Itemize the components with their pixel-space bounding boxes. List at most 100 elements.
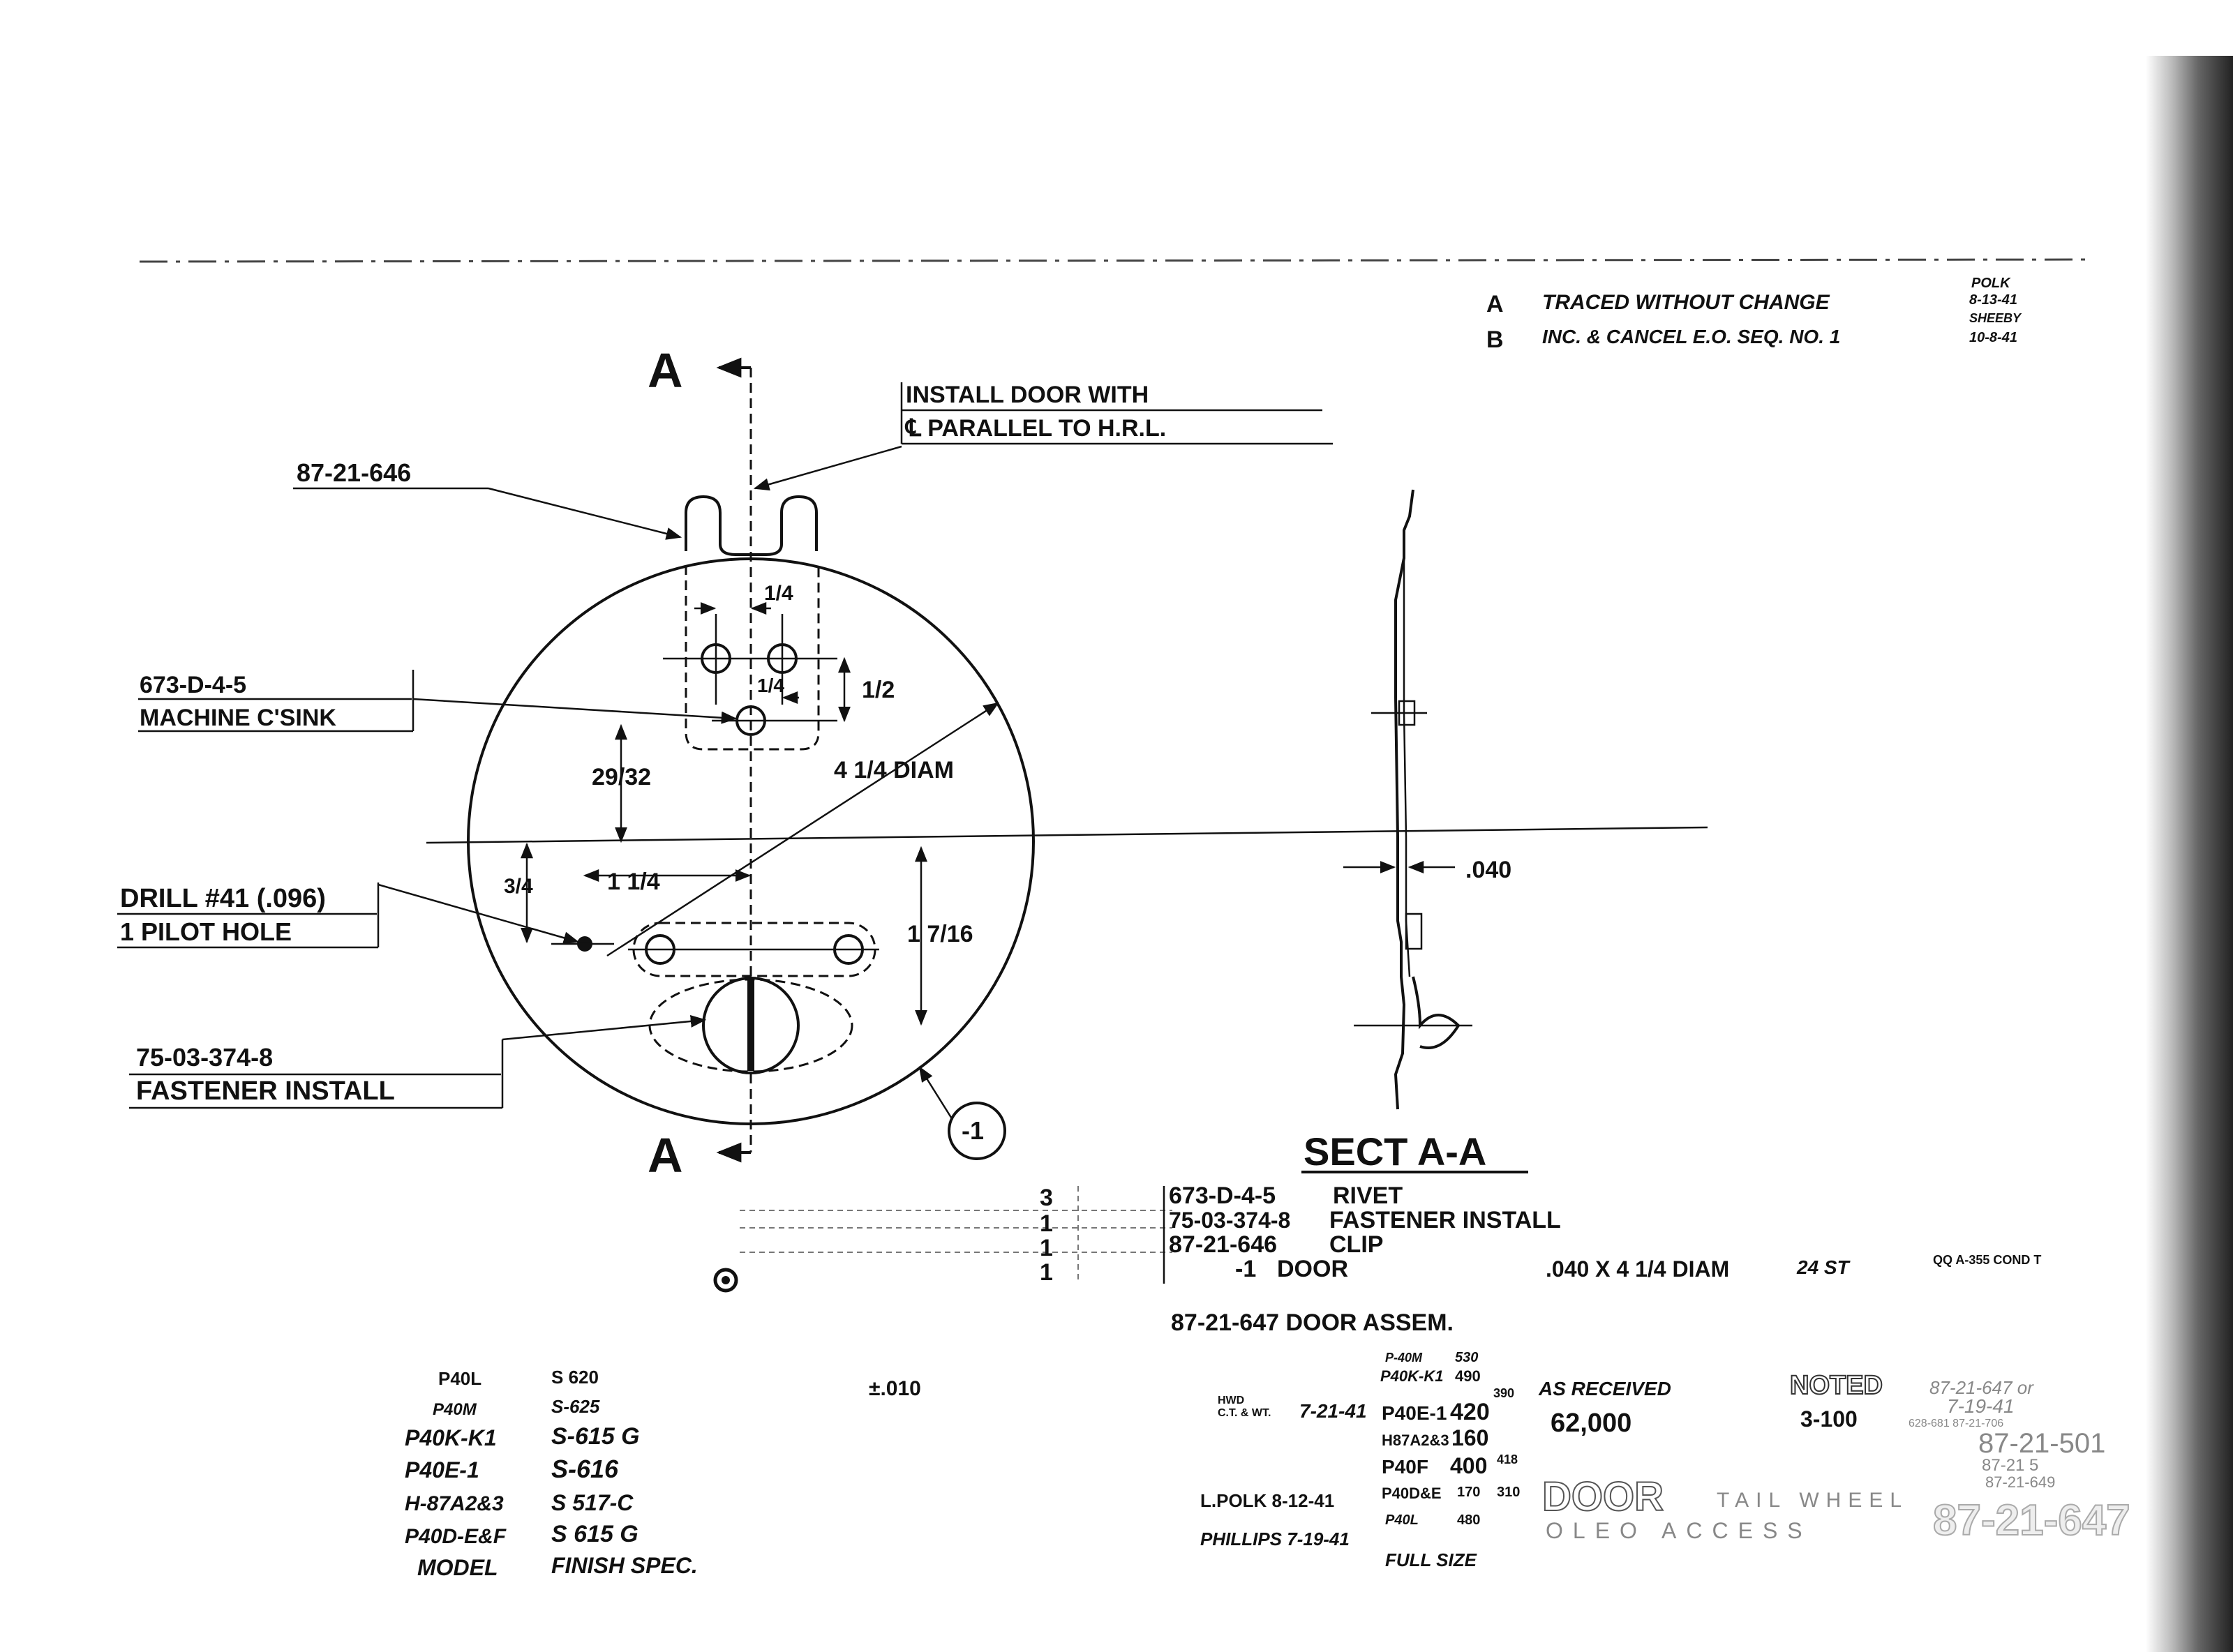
hwd-label: HWD xyxy=(1218,1395,1244,1406)
parts-row: 1 87-21-646 CLIP xyxy=(1040,1231,1383,1261)
dim-clip-hole-spacing: 1/4 xyxy=(764,582,793,605)
rivet-section xyxy=(1405,913,1423,950)
weight-model: H87A2&3 xyxy=(1382,1432,1449,1449)
finish-spec: S 620 xyxy=(551,1367,599,1388)
install-note: ℄ PARALLEL TO H.R.L. xyxy=(904,415,1166,442)
weight-model: P40D&E xyxy=(1382,1485,1442,1502)
parts-row: 1 -1 DOOR .040 X 4 1/4 DIAM 24 ST QQ A-3… xyxy=(1040,1253,2041,1286)
quantity: 62,000 xyxy=(1551,1409,1631,1438)
section-marker-bottom: A xyxy=(648,1128,683,1182)
scan-edge xyxy=(2146,56,2233,1652)
part-desc: DOOR xyxy=(1277,1256,1348,1282)
finish-model: P40E-1 xyxy=(405,1457,479,1482)
horizontal-centerline xyxy=(426,826,1708,844)
section-title: SECT A-A xyxy=(1304,1129,1486,1173)
part-qty: 1 xyxy=(1040,1259,1053,1286)
leader xyxy=(502,1014,707,1041)
assembly-title: 87-21-647 DOOR ASSEM. xyxy=(1171,1309,1454,1336)
drill-callout: 1 PILOT HOLE xyxy=(120,917,292,946)
part-number: 75-03-374-8 xyxy=(1169,1208,1290,1233)
dim-slot-vertical: 1 7/16 xyxy=(907,921,973,947)
weight-model: P40L xyxy=(1385,1512,1419,1528)
revision-date: 10-8-41 xyxy=(1969,330,2017,345)
weight-model: P-40M xyxy=(1385,1351,1423,1365)
revision-date: 8-13-41 xyxy=(1969,292,2017,308)
finish-header: MODEL xyxy=(417,1555,498,1580)
weight-value: 390 xyxy=(1493,1386,1514,1400)
weight-model: P40E-1 xyxy=(1382,1402,1447,1424)
part-qty: 1 xyxy=(1040,1235,1053,1261)
fastener-callout: 75-03-374-8 xyxy=(136,1043,273,1072)
part-qty: 3 xyxy=(1040,1185,1053,1211)
drill-callout: DRILL #41 (.096) xyxy=(120,884,326,913)
hwd-date: 7-21-41 xyxy=(1299,1400,1367,1422)
registration-mark xyxy=(713,1268,738,1293)
section-profile xyxy=(1403,558,1411,977)
part-spec: QQ A-355 COND T xyxy=(1933,1253,2041,1267)
part-qty: 1 xyxy=(1040,1210,1053,1237)
part-number: 87-21-646 xyxy=(1169,1231,1277,1258)
clip-callout: 87-21-646 xyxy=(297,458,411,487)
section-marker-top: A xyxy=(648,343,683,398)
hwd-label: C.T. & WT. xyxy=(1218,1407,1271,1419)
revision-by: POLK xyxy=(1971,276,2011,291)
weight-value: 310 xyxy=(1497,1485,1520,1500)
reference-date: 7-19-41 xyxy=(1947,1395,2015,1417)
as-received-stamp: AS RECEIVED xyxy=(1538,1378,1671,1399)
dim-csink-to-center: 29/32 xyxy=(592,764,651,790)
drawing-number: 87-21-647 xyxy=(1933,1496,2130,1545)
door-item-number: -1 xyxy=(962,1116,984,1145)
finish-spec: S 517-C xyxy=(551,1490,634,1515)
weight-value: 170 xyxy=(1457,1485,1480,1500)
weight-value: 420 xyxy=(1450,1399,1490,1425)
revision-letter: B xyxy=(1486,326,1504,353)
leader xyxy=(378,883,580,945)
scale: FULL SIZE xyxy=(1385,1549,1477,1570)
drawing-title: DOOR xyxy=(1542,1474,1664,1519)
noted-stamp: NOTED xyxy=(1790,1371,1883,1400)
leader xyxy=(753,445,902,491)
part-desc: RIVET xyxy=(1333,1182,1403,1209)
drawn-by: L.POLK 8-12-41 xyxy=(1200,1490,1334,1511)
door-plan-view: A A 1/4 1/4 1/2 29/32 4 1/4 DIAM 3/4 1 1… xyxy=(426,343,1708,1182)
finish-header: FINISH SPEC. xyxy=(551,1553,698,1578)
weights-block: P-40M 530 P40K-K1 490 390 P40E-1 420 H87… xyxy=(1200,1350,1520,1570)
part-desc: FASTENER INSTALL xyxy=(1329,1207,1561,1233)
section-profile xyxy=(1394,489,1414,1110)
dim-pilot-horizontal: 1 1/4 xyxy=(607,869,660,895)
finish-spec: S 615 G xyxy=(551,1521,638,1547)
part-desc: CLIP xyxy=(1329,1231,1383,1258)
rivet-section xyxy=(1398,700,1416,726)
weight-value: 160 xyxy=(1451,1425,1488,1450)
clip-tabs xyxy=(685,495,818,556)
leader xyxy=(412,698,738,724)
part-number: 673-D-4-5 xyxy=(1169,1182,1276,1209)
door-item-balloon xyxy=(948,1102,1006,1160)
finish-spec: S-625 xyxy=(551,1396,600,1417)
part-alloy: 24 ST xyxy=(1796,1256,1851,1278)
parts-row: 1 75-03-374-8 FASTENER INSTALL xyxy=(1040,1207,1561,1237)
callouts: INSTALL DOOR WITH ℄ PARALLEL TO H.R.L. 8… xyxy=(117,382,1333,1109)
finish-model: H-87A2&3 xyxy=(405,1492,504,1515)
reference-number: 87-21 5 xyxy=(1982,1456,2038,1475)
fastener-section xyxy=(1412,976,1461,1049)
weight-value: 400 xyxy=(1450,1453,1487,1478)
drawing-subtitle: TAIL WHEEL xyxy=(1717,1489,1909,1512)
finish-model: P40L xyxy=(438,1368,481,1389)
fastener-slot-hidden xyxy=(632,922,876,977)
parts-row: 3 673-D-4-5 RIVET xyxy=(1040,1182,1403,1211)
drawing-subtitle: OLEO ACCESS xyxy=(1546,1518,1812,1543)
finish-model: P40M xyxy=(433,1400,477,1419)
diameter-leader xyxy=(606,702,999,957)
dim-thickness: .040 xyxy=(1465,857,1511,883)
dim-diameter: 4 1/4 DIAM xyxy=(834,757,954,783)
csink-callout: MACHINE C'SINK xyxy=(140,705,336,731)
weight-model: P40K-K1 xyxy=(1380,1367,1443,1385)
weight-value: 530 xyxy=(1455,1350,1478,1365)
finish-spec: S-615 G xyxy=(551,1423,640,1450)
registration-mark-dot xyxy=(722,1276,730,1284)
reference-number: 87-21-501 xyxy=(1978,1428,2105,1459)
leader xyxy=(918,1066,954,1120)
